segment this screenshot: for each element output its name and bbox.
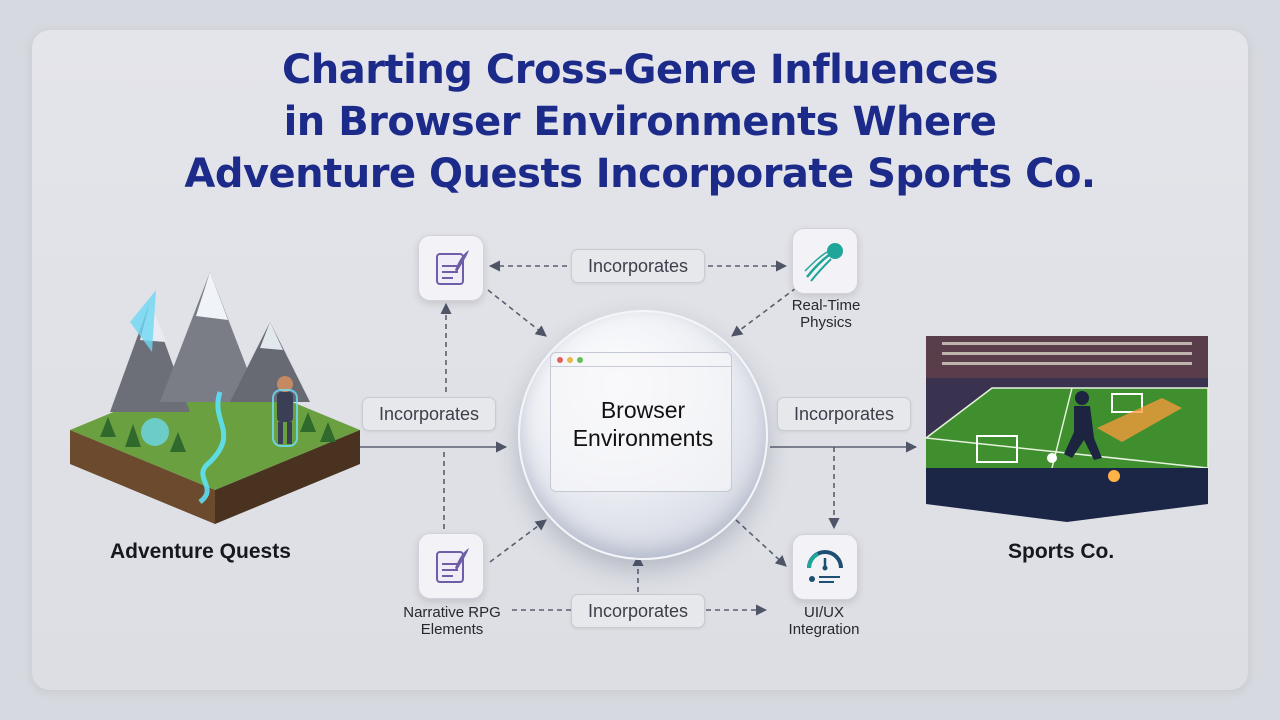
physics-label-line-2: Physics <box>800 314 852 331</box>
browser-window-icon <box>550 352 732 492</box>
narrative-label-line-1: Narrative RPG <box>403 604 501 621</box>
scroll-quill-icon <box>436 548 469 583</box>
node-adventure-quests-label: Adventure Quests <box>110 540 291 563</box>
edge-narrative-bottom-to-center <box>489 519 547 563</box>
sports-stadium-illustration <box>924 336 1209 522</box>
edge-center-to-uiux <box>735 519 787 567</box>
edge-label-right: Incorporates <box>777 397 911 431</box>
edge-label-left: Incorporates <box>362 397 496 431</box>
adventure-terrain-illustration <box>70 272 360 524</box>
edge-physics-to-center <box>731 287 797 337</box>
gauge-dashboard-icon <box>807 550 843 583</box>
narrative-label-line-2: Elements <box>420 621 484 638</box>
uiux-label-line-1: UI/UX <box>803 604 844 621</box>
edge-label-top: Incorporates <box>571 249 705 283</box>
narrative-top-node <box>418 235 484 301</box>
node-sports-co-label: Sports Co. <box>1008 540 1115 563</box>
narrative-node-label: Narrative RPG Elements <box>392 604 512 638</box>
title-line-1: Charting Cross-Genre Influences <box>281 47 999 93</box>
uiux-node <box>792 534 858 600</box>
edge-label-bottom: Incorporates <box>571 594 705 628</box>
center-node-label: Browser Environments <box>520 396 766 452</box>
uiux-node-label: UI/UX Integration <box>772 604 876 638</box>
scroll-quill-icon <box>436 250 469 285</box>
ball-motion-icon <box>804 243 843 282</box>
edge-narrative-top-to-center <box>487 289 547 337</box>
physics-node <box>792 228 858 294</box>
physics-node-label: Real-Time Physics <box>776 297 876 331</box>
narrative-bottom-node <box>418 533 484 599</box>
uiux-label-line-2: Integration <box>788 621 860 638</box>
physics-label-line-1: Real-Time <box>791 297 861 314</box>
hero-figure-icon <box>272 376 298 447</box>
diagram-title: Charting Cross-Genre Influences in Brows… <box>0 44 1280 200</box>
title-line-2: in Browser Environments Where <box>283 99 997 145</box>
center-label-line-1: Browser <box>600 397 686 423</box>
title-line-3: Adventure Quests Incorporate Sports Co. <box>184 151 1096 197</box>
center-label-line-2: Environments <box>572 425 714 451</box>
player-figure-icon <box>1047 391 1102 463</box>
